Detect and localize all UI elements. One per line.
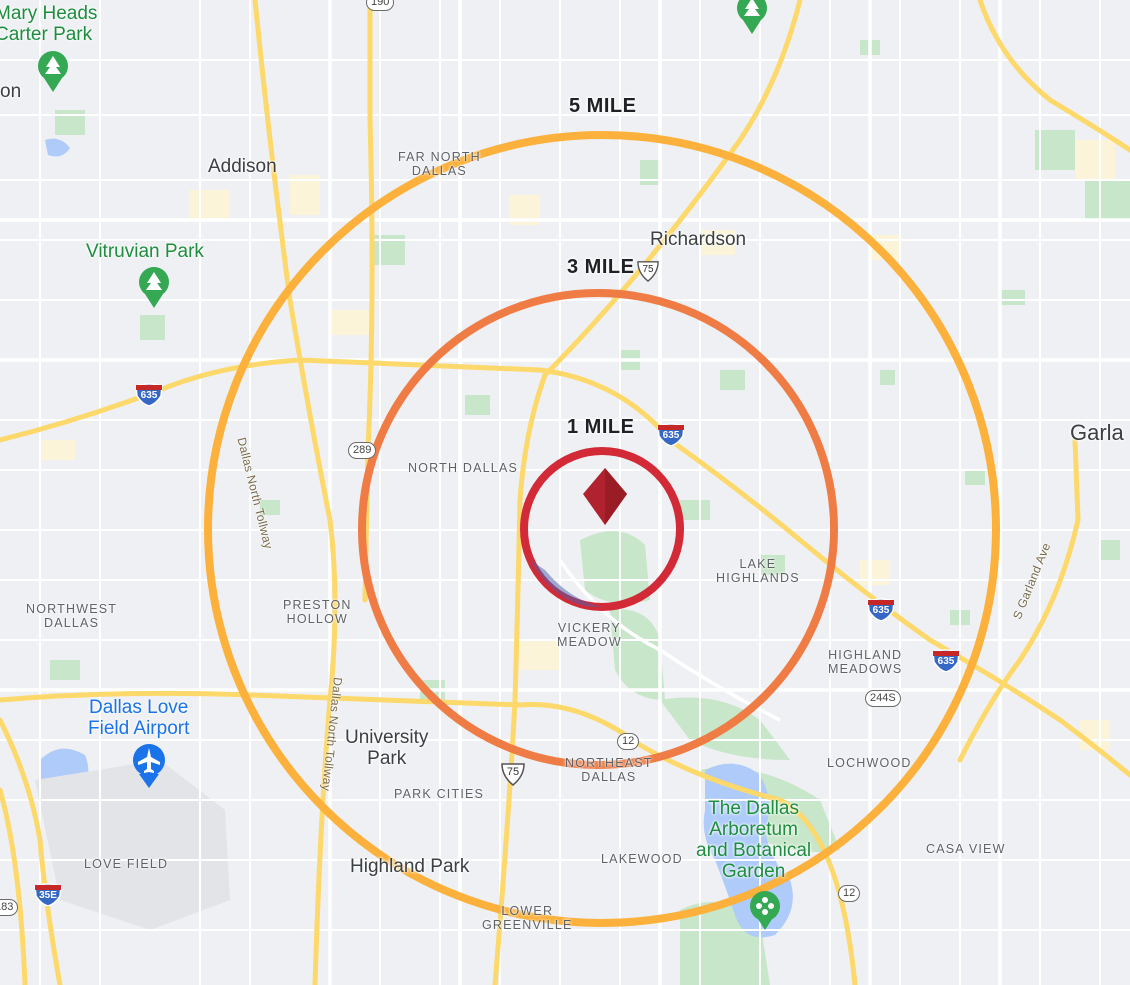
three-mile-ring [358, 289, 838, 769]
urban-areas [40, 140, 1115, 750]
park-areas [50, 40, 1130, 985]
airport-area [35, 760, 230, 930]
airport-plane-icon [133, 744, 165, 788]
park-tree-icon [38, 51, 68, 92]
park-tree-icon [139, 267, 169, 308]
five-mile-ring [204, 131, 1000, 927]
garden-flower-icon [750, 891, 780, 930]
park-tree-icon [737, 0, 767, 34]
diamond-marker-icon[interactable] [583, 468, 627, 525]
ring-shadow [530, 560, 602, 608]
